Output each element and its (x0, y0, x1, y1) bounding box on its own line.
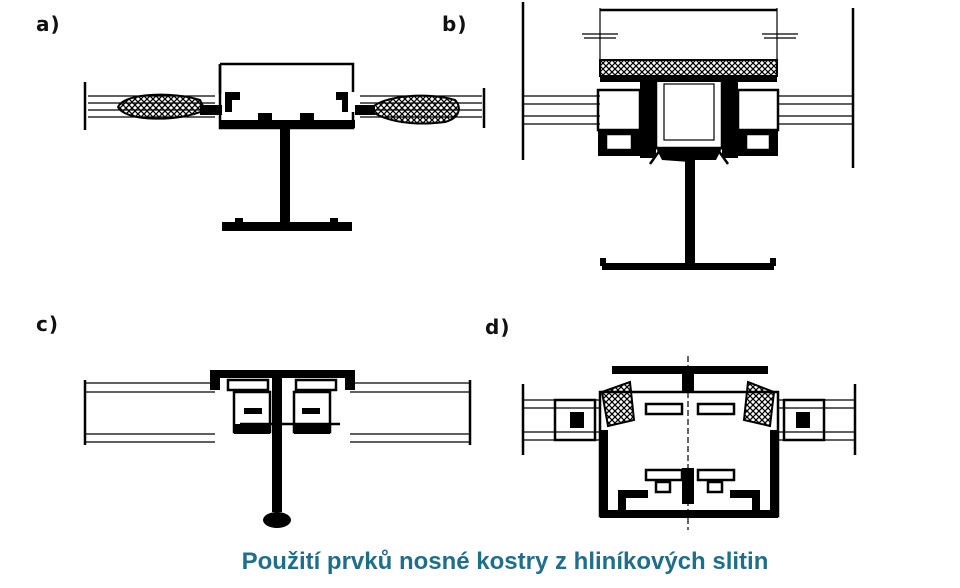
panel-label-d: d) (485, 315, 511, 339)
gasket-left (116, 93, 207, 120)
panel-b-drawing (521, 2, 855, 270)
figure-caption: Použití prvků nosné kostry z hliníkových… (241, 548, 769, 575)
panel-label-b: b) (442, 12, 468, 36)
glazing-right-b (736, 88, 853, 156)
glazing-left-b (523, 88, 642, 156)
panel-d-drawing (521, 356, 857, 530)
panel-label-c: c) (36, 312, 59, 336)
gasket-right (368, 94, 460, 125)
panel-a-drawing (83, 62, 486, 231)
glazing-right-d (778, 398, 855, 442)
panel-label-a: a) (36, 12, 61, 36)
panel-c-drawing (83, 370, 472, 528)
glazing-left-d (523, 398, 600, 442)
box-profile (218, 62, 355, 94)
